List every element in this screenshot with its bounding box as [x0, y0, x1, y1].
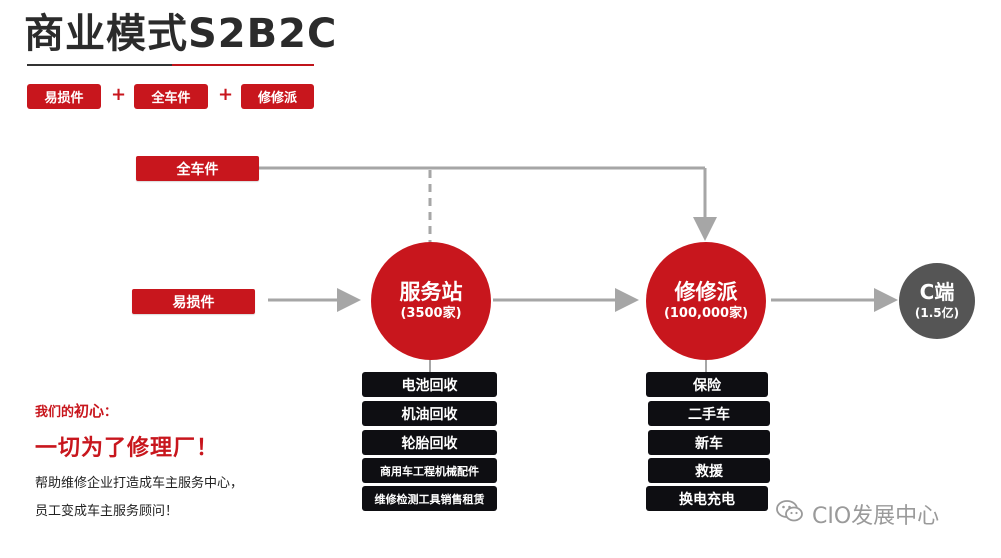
station-service-item: 电池回收 — [362, 372, 497, 397]
xiuxiupai-count: (100,000家) — [663, 306, 749, 321]
xiuxiupai-service-item: 换电充电 — [646, 486, 768, 511]
c-end-count: (1.5亿) — [914, 306, 960, 320]
plus-sign: + — [218, 84, 234, 105]
node-c-end: C端 (1.5亿) — [899, 263, 975, 339]
c-end-name: C端 — [919, 280, 955, 304]
node-service-station: 服务站 (3500家) — [371, 242, 491, 360]
plus-sign: + — [111, 84, 127, 105]
station-service-item: 商用车工程机械配件 — [362, 458, 497, 483]
watermark: CIO发展中心 — [776, 498, 939, 530]
wechat-icon — [776, 499, 804, 529]
service-station-count: (3500家) — [400, 306, 462, 321]
mission-desc-line2: 员工变成车主服务顾问！ — [35, 504, 179, 519]
page-title: 商业模式S2B2C — [24, 11, 338, 57]
station-service-item: 轮胎回收 — [362, 430, 497, 455]
node-xiuxiupai: 修修派 (100,000家) — [646, 242, 766, 360]
mission-desc-line1: 帮助维修企业打造成车主服务中心， — [35, 476, 244, 491]
title-underline-red — [172, 64, 314, 66]
station-service-item: 维修检测工具销售租赁 — [362, 486, 497, 511]
xiuxiupai-service-item: 保险 — [646, 372, 768, 397]
pill-wear-parts: 易损件 — [27, 84, 101, 109]
xiuxiupai-service-item: 二手车 — [648, 401, 770, 426]
service-station-name: 服务站 — [399, 280, 463, 304]
label-wear-parts: 易损件 — [132, 289, 255, 314]
station-service-item: 机油回收 — [362, 401, 497, 426]
pill-whole-parts: 全车件 — [134, 84, 208, 109]
title-underline-dark — [27, 64, 172, 66]
mission-label-emphasis: 初心 — [74, 402, 105, 420]
xiuxiupai-service-item: 救援 — [648, 458, 770, 483]
mission-slogan: 一切为了修理厂！ — [35, 436, 220, 461]
pill-xiuxiupai: 修修派 — [241, 84, 314, 109]
mission-label-prefix: 我们的 — [35, 405, 75, 420]
xiuxiupai-name: 修修派 — [674, 280, 738, 304]
label-whole-parts: 全车件 — [136, 156, 259, 181]
xiuxiupai-service-item: 新车 — [648, 430, 770, 455]
watermark-text: CIO发展中心 — [812, 504, 940, 529]
mission-label: 我们的初心： — [35, 400, 117, 421]
mission-label-suffix: ： — [104, 405, 118, 420]
